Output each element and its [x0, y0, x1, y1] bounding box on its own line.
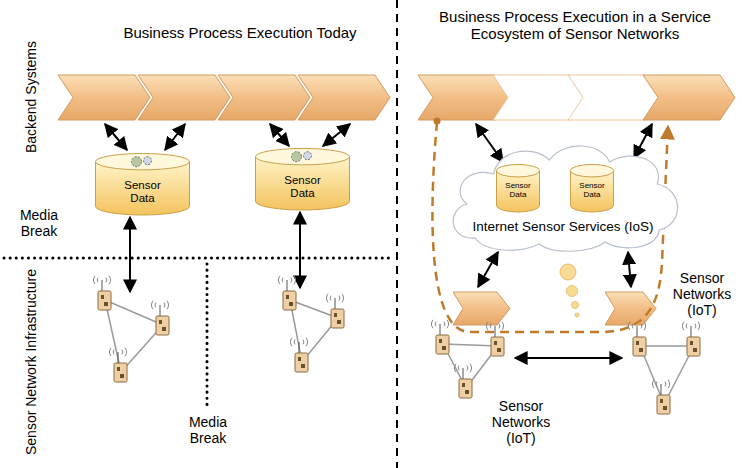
media-break-line — [206, 264, 209, 408]
service-cloud: Internet Sensor Services (IoS) Sensor Dat… — [444, 138, 682, 252]
note-label: Sensor Networks (IoT) — [664, 270, 740, 318]
media-break-line — [4, 257, 393, 260]
node-text: Sensor Data — [576, 182, 607, 200]
sensor-networks — [94, 276, 700, 414]
process-chevrons — [58, 75, 735, 325]
axis-label: Backend Systems — [23, 41, 39, 153]
node-text: Internet Sensor Services (IoS) — [444, 220, 682, 235]
node-text: Sensor Data — [121, 179, 163, 204]
data-store: Sensor Data — [496, 164, 540, 212]
section-title: Business Process Execution in a Service … — [430, 8, 720, 43]
note-label: Media Break — [6, 207, 72, 239]
note-label: Sensor Networks (IoT) — [480, 398, 562, 446]
half-divider — [396, 0, 398, 468]
bubbles — [560, 264, 579, 317]
cloud-shape — [444, 138, 682, 252]
data-store: Sensor Data — [255, 148, 350, 210]
axis-label: Sensor Network Infrastructure — [23, 269, 39, 455]
node-text: Sensor Data — [281, 174, 323, 199]
loop-start — [434, 118, 441, 125]
section-title: Business Process Execution Today — [70, 24, 410, 41]
data-store: Sensor Data — [95, 153, 190, 215]
node-text: Sensor Data — [502, 182, 533, 200]
data-store: Sensor Data — [570, 164, 614, 212]
note-label: Media Break — [175, 414, 241, 446]
